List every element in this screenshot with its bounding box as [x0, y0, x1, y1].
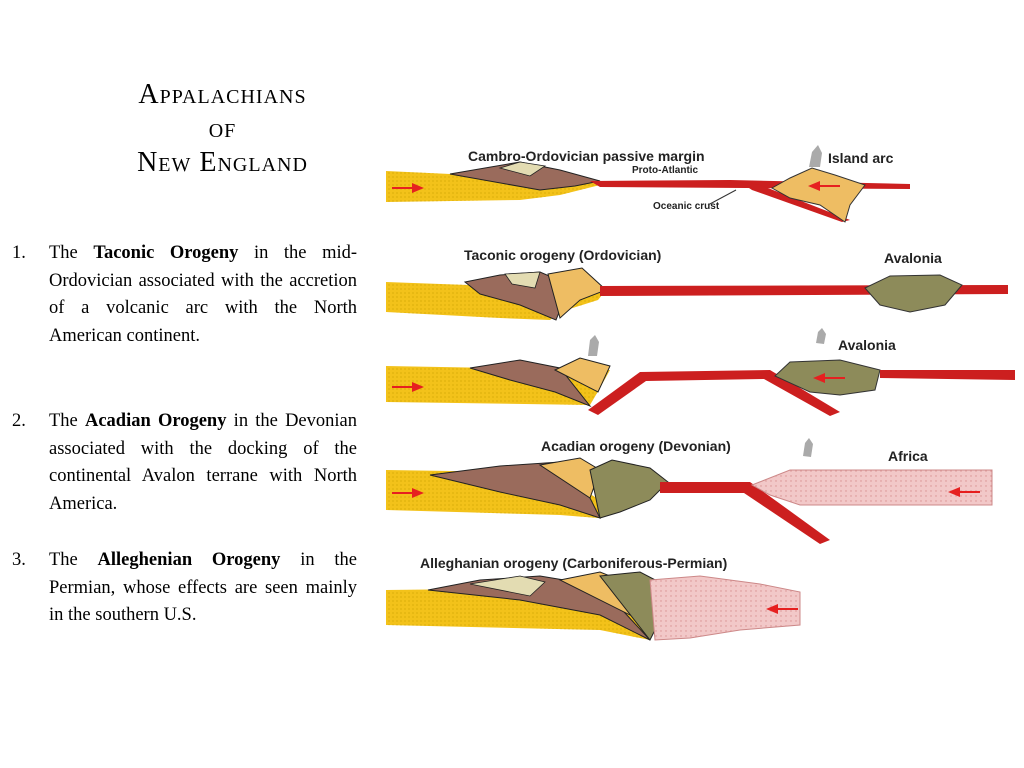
title-line-3: New England [137, 147, 308, 178]
subducting-slab-1 [740, 182, 850, 222]
arrow-right-icon [392, 488, 424, 498]
label-africa: Africa [888, 448, 928, 464]
orogeny-list: 1. The Taconic Orogeny in the mid-Ordovic… [12, 240, 357, 630]
arrow-left-icon [948, 487, 980, 497]
item-number: 1. [12, 243, 26, 263]
label-acadian: Acadian orogeny (Devonian) [541, 438, 731, 454]
arrow-left-icon [766, 604, 798, 614]
list-item: 3. The Alleghenian Orogeny in the Permian… [12, 547, 357, 630]
panel-alleghanian: Alleghanian orogeny (Carboniferous-Permi… [386, 555, 801, 641]
item-pre: The [49, 243, 94, 263]
arrow-right-icon [392, 183, 424, 193]
title-line-1: Appalachians [138, 79, 307, 110]
volcano-icon [809, 145, 822, 167]
arrow-left-icon [808, 181, 840, 191]
island-arc-body [770, 167, 866, 223]
item-number: 3. [12, 550, 26, 570]
item-text: in the mid-Ordovician associated with th… [49, 243, 358, 346]
panel-taconic: Taconic orogeny (Ordovician) Avalonia [386, 247, 1008, 321]
item-pre: The [49, 411, 85, 431]
item-number: 2. [12, 411, 26, 431]
volcano-icon [816, 328, 826, 344]
arrow-left-icon [813, 373, 845, 383]
label-proto-atlantic: Proto-Atlantic [632, 165, 699, 176]
volcano-icon [803, 438, 813, 457]
avalonia-accreted [589, 459, 669, 519]
arrow-right-icon [392, 382, 424, 392]
label-avalonia-1: Avalonia [884, 250, 942, 266]
label-passive-margin: Cambro-Ordovician passive margin [468, 148, 705, 164]
label-oceanic-crust: Oceanic crust [653, 201, 720, 212]
label-alleghanian: Alleghanian orogeny (Carboniferous-Permi… [420, 555, 727, 571]
list-item: 1. The Taconic Orogeny in the mid-Ordovic… [12, 240, 357, 350]
item-term: Taconic Orogeny [93, 243, 239, 263]
slide-title: Appalachians of New England [100, 78, 345, 180]
label-island-arc: Island arc [828, 150, 894, 166]
item-term: Alleghenian Orogeny [97, 550, 281, 570]
title-line-2: of [208, 113, 237, 144]
item-term: Acadian Orogeny [84, 411, 227, 431]
panel-acadian: Acadian orogeny (Devonian) Africa [386, 438, 993, 544]
oceanic-crust-leader [707, 189, 737, 206]
item-pre: The [49, 550, 98, 570]
slab-4 [660, 482, 830, 544]
panel-passive-margin: Cambro-Ordovician passive margin Proto-A… [386, 145, 910, 223]
item-text: in the Permian, whose effects are seen m… [49, 550, 357, 625]
volcano-icon [588, 335, 599, 356]
label-taconic: Taconic orogeny (Ordovician) [464, 247, 661, 263]
avalonia-body-1 [864, 274, 963, 313]
label-avalonia-2: Avalonia [838, 337, 896, 353]
slab-3 [588, 370, 840, 416]
list-item: 2. The Acadian Orogeny in the Devonian as… [12, 408, 357, 518]
panel-avalonia-subduction: Avalonia [386, 328, 1015, 416]
item-text: in the Devonian associated with the dock… [49, 411, 357, 514]
